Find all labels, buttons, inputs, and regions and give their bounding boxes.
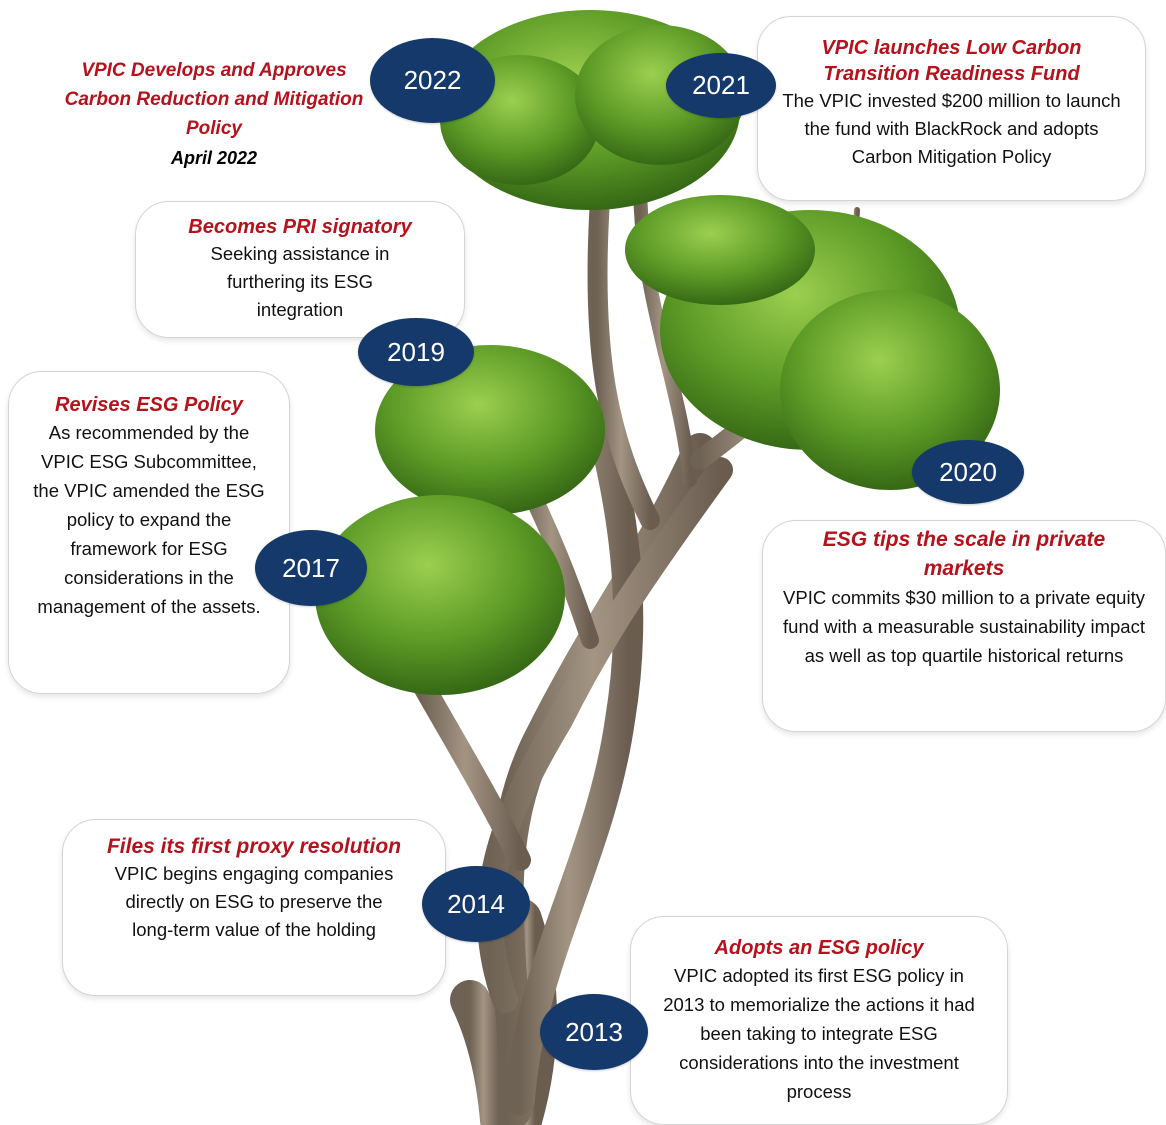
milestone-2020-title: ESG tips the scale in private markets: [822, 528, 1106, 580]
year-badge-2014: 2014: [422, 866, 530, 942]
milestone-2014-title: Files its first proxy resolution: [106, 835, 402, 858]
milestone-2020-body: VPIC commits $30 million to a private eq…: [783, 587, 1145, 666]
year-badge-2019: 2019: [358, 318, 474, 386]
milestone-2014-body: VPIC begins engaging companies directly …: [114, 863, 394, 940]
milestone-2014-card: Files its first proxy resolution VPIC be…: [62, 819, 446, 996]
milestone-2019-title: Becomes PRI signatory: [188, 216, 412, 238]
year-badge-2013: 2013: [540, 994, 648, 1070]
milestone-2021-title: VPIC launches Low Carbon Transition Read…: [821, 37, 1082, 85]
milestone-2022: VPIC Develops and Approves Carbon Reduct…: [58, 56, 370, 173]
milestone-2021-card: VPIC launches Low Carbon Transition Read…: [757, 16, 1146, 201]
milestone-2019-body: Seeking assistance in furthering its ESG…: [210, 243, 390, 320]
milestone-2020-card: ESG tips the scale in private markets VP…: [762, 520, 1166, 732]
milestone-2022-date: April 2022: [170, 148, 258, 168]
year-badge-2022: 2022: [370, 38, 495, 123]
milestone-2017-body: As recommended by the VPIC ESG Subcommit…: [33, 422, 265, 617]
year-badge-2021: 2021: [666, 53, 776, 118]
milestone-2013-body: VPIC adopted its first ESG policy in 201…: [663, 965, 975, 1102]
year-badge-2017: 2017: [255, 530, 367, 606]
foliage: [315, 10, 1000, 695]
milestone-2017-card: Revises ESG Policy As recommended by the…: [8, 371, 290, 694]
milestone-2019-card: Becomes PRI signatory Seeking assistance…: [135, 201, 465, 338]
year-badge-2020: 2020: [912, 440, 1024, 504]
milestone-2013-card: Adopts an ESG policy VPIC adopted its fi…: [630, 916, 1008, 1125]
milestone-2017-title: Revises ESG Policy: [55, 394, 243, 416]
milestone-2022-title: VPIC Develops and Approves Carbon Reduct…: [64, 60, 364, 139]
milestone-2021-body: The VPIC invested $200 million to launch…: [782, 90, 1121, 167]
milestone-2013-title: Adopts an ESG policy: [714, 937, 924, 959]
